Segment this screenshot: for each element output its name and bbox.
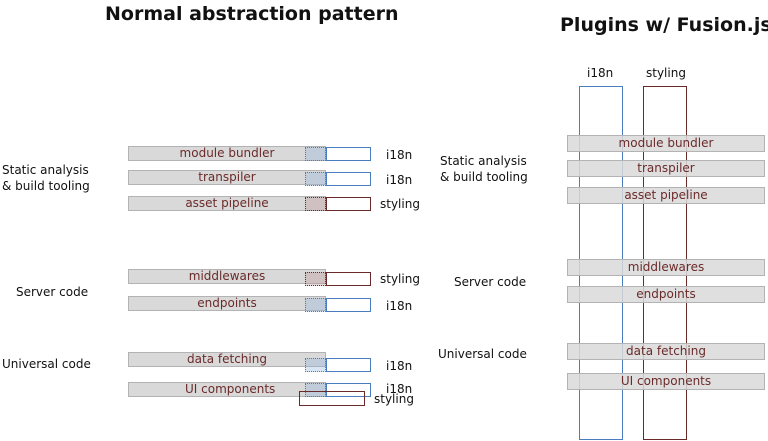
rbar-transpiler: transpiler — [567, 160, 765, 177]
category-server-left: Server code — [16, 285, 89, 299]
category-static-left: Static analysis & build tooling — [2, 163, 90, 193]
styling-box — [326, 197, 371, 211]
tag-styling: styling — [380, 272, 420, 286]
styling-box — [299, 391, 365, 406]
right-title: Plugins w/ Fusion.js — [560, 14, 768, 36]
tag-i18n: i18n — [386, 382, 413, 396]
bar-data-fetching: data fetching — [128, 352, 326, 367]
bar-ui-components: UI components — [128, 382, 326, 397]
rbar-module-bundler: module bundler — [567, 135, 765, 152]
category-static-right: Static analysis & build tooling — [440, 154, 528, 184]
bar-transpiler: transpiler — [128, 170, 326, 185]
tag-i18n: i18n — [386, 359, 413, 373]
overlap-i18n — [305, 172, 326, 186]
overlap-styling — [305, 272, 326, 286]
column-label-i18n: i18n — [587, 66, 614, 80]
overlap-styling — [305, 197, 326, 211]
i18n-box — [326, 172, 371, 186]
rbar-endpoints: endpoints — [567, 286, 765, 303]
rbar-ui-components: UI components — [567, 373, 765, 390]
category-universal-right: Universal code — [438, 347, 527, 361]
category-universal-left: Universal code — [2, 357, 91, 371]
rbar-middlewares: middlewares — [567, 259, 765, 276]
tag-i18n: i18n — [386, 148, 413, 162]
bar-module-bundler: module bundler — [128, 146, 326, 161]
i18n-box — [326, 383, 371, 397]
bar-middlewares: middlewares — [128, 269, 326, 284]
rbar-asset-pipeline: asset pipeline — [567, 187, 765, 204]
i18n-box — [326, 358, 371, 372]
i18n-box — [326, 147, 371, 161]
category-server-right: Server code — [454, 275, 527, 289]
tag-styling: styling — [374, 392, 414, 406]
overlap-i18n — [305, 358, 326, 372]
tag-styling: styling — [380, 197, 420, 211]
tag-i18n: i18n — [386, 173, 413, 187]
rbar-data-fetching: data fetching — [567, 343, 765, 360]
column-label-styling: styling — [646, 66, 686, 80]
overlap-i18n — [305, 298, 326, 312]
bar-asset-pipeline: asset pipeline — [128, 196, 326, 211]
i18n-box — [326, 298, 371, 312]
styling-box — [326, 272, 371, 286]
bar-endpoints: endpoints — [128, 296, 326, 311]
overlap-i18n — [305, 383, 326, 397]
overlap-i18n — [305, 147, 326, 161]
left-title: Normal abstraction pattern — [105, 3, 399, 25]
tag-i18n: i18n — [386, 299, 413, 313]
